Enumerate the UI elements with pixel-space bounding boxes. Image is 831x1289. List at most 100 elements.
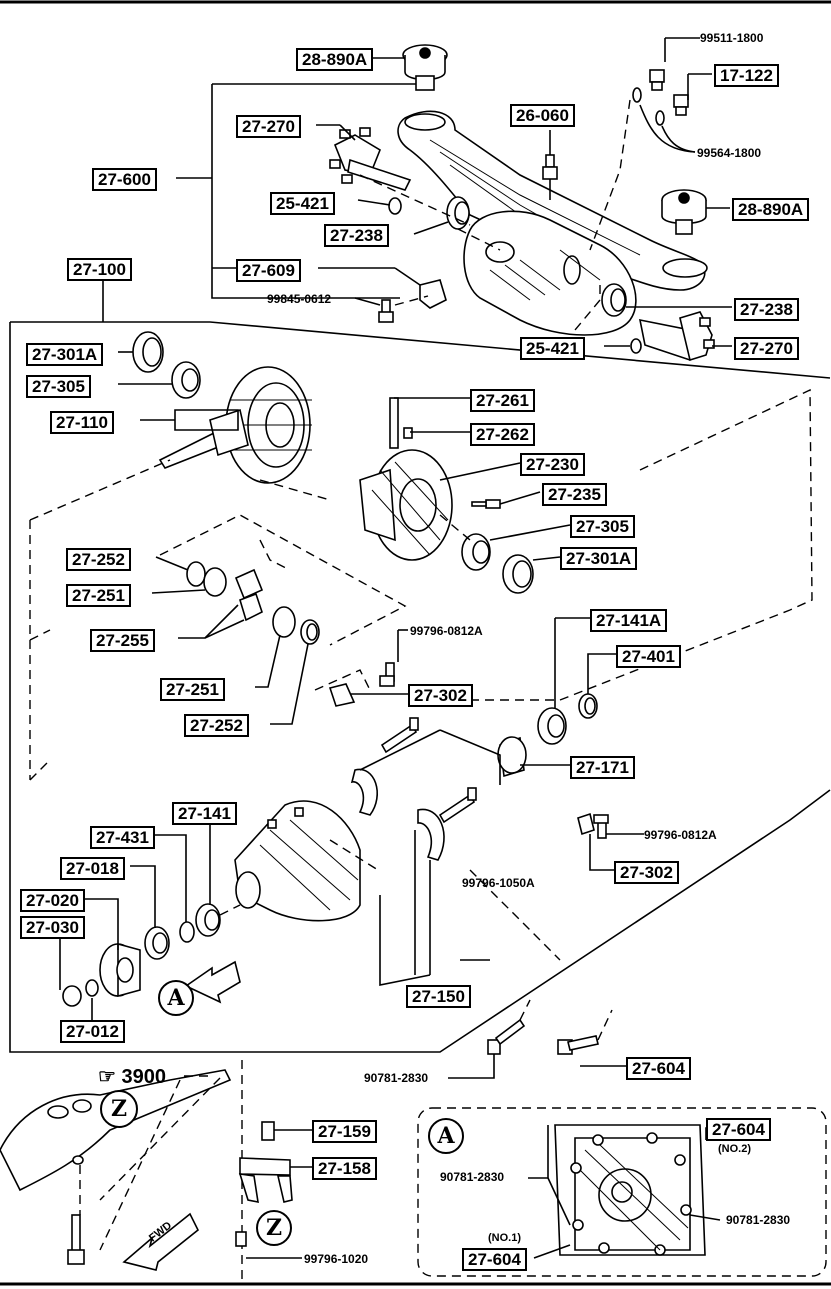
- label-27-150: 27-150: [406, 985, 471, 1008]
- label-27-255: 27-255: [90, 629, 155, 652]
- bracket-27-609: [419, 279, 447, 309]
- side-gear-27-251-top: [203, 567, 227, 597]
- label-27-238-left: 27-238: [324, 224, 389, 247]
- bearing-race-27-301A-right: [502, 554, 534, 594]
- pin-27-261: [389, 397, 399, 449]
- side-gear-27-251-bottom: [272, 606, 296, 638]
- bearing-27-141: [195, 903, 221, 937]
- snap-ring-top: [388, 197, 402, 215]
- view-a-arrow: [184, 960, 241, 1004]
- bolt-17-122: [655, 94, 689, 126]
- label-27-110: 27-110: [50, 411, 114, 434]
- snap-ring-right: [630, 338, 642, 354]
- washer-27-012: [85, 979, 99, 997]
- label-27-604-main: 27-604: [626, 1057, 691, 1080]
- breather-26-060: [542, 130, 558, 200]
- label-27-235: 27-235: [542, 483, 607, 506]
- label-99796-1050A: 99796-1050A: [462, 876, 535, 890]
- label-99796-0812A-top: 99796-0812A: [410, 624, 483, 638]
- label-27-262: 27-262: [470, 423, 535, 446]
- differential-housing-upper: [463, 210, 637, 336]
- label-27-141: 27-141: [172, 802, 237, 825]
- label-99511-1800: 99511-1800: [700, 31, 764, 45]
- label-27-012: 27-012: [60, 1020, 125, 1043]
- label-90781-2830-inset-left: 90781-2830: [440, 1170, 505, 1184]
- thrust-washer-27-252-bottom: [300, 619, 320, 645]
- flange-27-270-left: [329, 127, 412, 191]
- label-27-302-bottom: 27-302: [614, 861, 679, 884]
- label-25-421-top: 25-421: [270, 192, 335, 215]
- label-28-890A-right: 28-890A: [732, 198, 810, 221]
- nut-27-030: [62, 985, 82, 1007]
- label-27-401: 27-401: [616, 645, 681, 668]
- label-27-270-right: 27-270: [734, 337, 799, 360]
- inset-view-a: [417, 1107, 827, 1277]
- mount-28-890A-top: [402, 44, 448, 91]
- label-90781-2830-main: 90781-2830: [364, 1071, 429, 1085]
- ring-gear-27-110: [225, 366, 312, 484]
- bolt-99796-0812A-top: [379, 662, 395, 687]
- bearing-cap-right: [417, 808, 445, 861]
- bearing-27-305-right: [461, 533, 491, 571]
- bracket-27-600: [211, 84, 400, 299]
- label-90781-2830-inset-right: 90781-2830: [726, 1213, 791, 1227]
- frame-rail: [0, 1069, 232, 1192]
- circle-z-bracket: Z: [256, 1210, 292, 1246]
- label-25-421-right: 25-421: [520, 337, 585, 360]
- oil-seal-27-238-left: [446, 196, 470, 230]
- bearing-race-27-301A-top: [132, 331, 164, 373]
- label-27-171: 27-171: [570, 756, 635, 779]
- label-27-030: 27-030: [20, 916, 85, 939]
- label-27-305-left: 27-305: [26, 375, 91, 398]
- label-no2: (NO.2): [718, 1143, 751, 1155]
- bolt-99796-1020: [235, 1231, 247, 1247]
- fwd-arrow: [122, 1212, 200, 1271]
- oil-seal-27-238-right: [601, 283, 627, 317]
- oil-seal-27-401: [578, 693, 598, 719]
- bracket-27-158: [238, 1157, 293, 1204]
- label-99845-0612: 99845-0612: [267, 292, 332, 306]
- label-27-609: 27-609: [236, 259, 301, 282]
- bracket-27-302-top: [328, 683, 356, 707]
- label-27-261: 27-261: [470, 389, 535, 412]
- label-27-251-top: 27-251: [66, 584, 131, 607]
- label-27-305-right: 27-305: [570, 515, 635, 538]
- label-27-018: 27-018: [60, 857, 125, 880]
- washer-27-431: [179, 921, 195, 943]
- pinion-gear-27-255: [234, 568, 264, 622]
- label-no1: (NO.1): [488, 1232, 521, 1244]
- label-27-431: 27-431: [90, 826, 155, 849]
- label-27-020: 27-020: [20, 889, 85, 912]
- frame-bolt: [67, 1214, 85, 1265]
- circle-a-callout: A: [158, 980, 194, 1016]
- label-99796-1020: 99796-1020: [304, 1252, 369, 1266]
- spacer-27-171: [497, 736, 527, 778]
- companion-flange-27-020: [99, 942, 141, 998]
- label-27-252-bottom: 27-252: [184, 714, 249, 737]
- bracket-27-302-bottom: [577, 812, 595, 836]
- label-27-159: 27-159: [312, 1120, 377, 1143]
- label-27-141A: 27-141A: [590, 609, 668, 632]
- label-27-604-no1: 27-604: [462, 1248, 527, 1271]
- label-27-230: 27-230: [520, 453, 585, 476]
- bearing-27-305-left: [171, 361, 201, 399]
- mount-28-890A-right: [661, 189, 707, 235]
- differential-case-27-230: [359, 449, 453, 561]
- label-27-100: 27-100: [67, 258, 132, 281]
- label-26-060: 26-060: [510, 104, 575, 127]
- group-outline-bottom: [9, 322, 831, 1053]
- label-3900-text: 3900: [121, 1066, 167, 1088]
- bolt-cap-top: [380, 717, 419, 754]
- label-99796-0812A-bottom: 99796-0812A: [644, 828, 717, 842]
- label-27-158: 27-158: [312, 1157, 377, 1180]
- thrust-washer-27-252-top: [186, 561, 206, 587]
- bolt-99796-0812A-bottom: [593, 814, 609, 839]
- label-27-251-bottom: 27-251: [160, 678, 225, 701]
- pinion-bearing-27-141A: [537, 707, 567, 745]
- flange-27-270-right: [638, 311, 715, 362]
- bolt-27-235: [471, 499, 501, 509]
- label-27-270-top: 27-270: [236, 115, 301, 138]
- label-27-301A-top: 27-301A: [26, 343, 104, 366]
- label-27-604-no2: 27-604: [706, 1118, 771, 1141]
